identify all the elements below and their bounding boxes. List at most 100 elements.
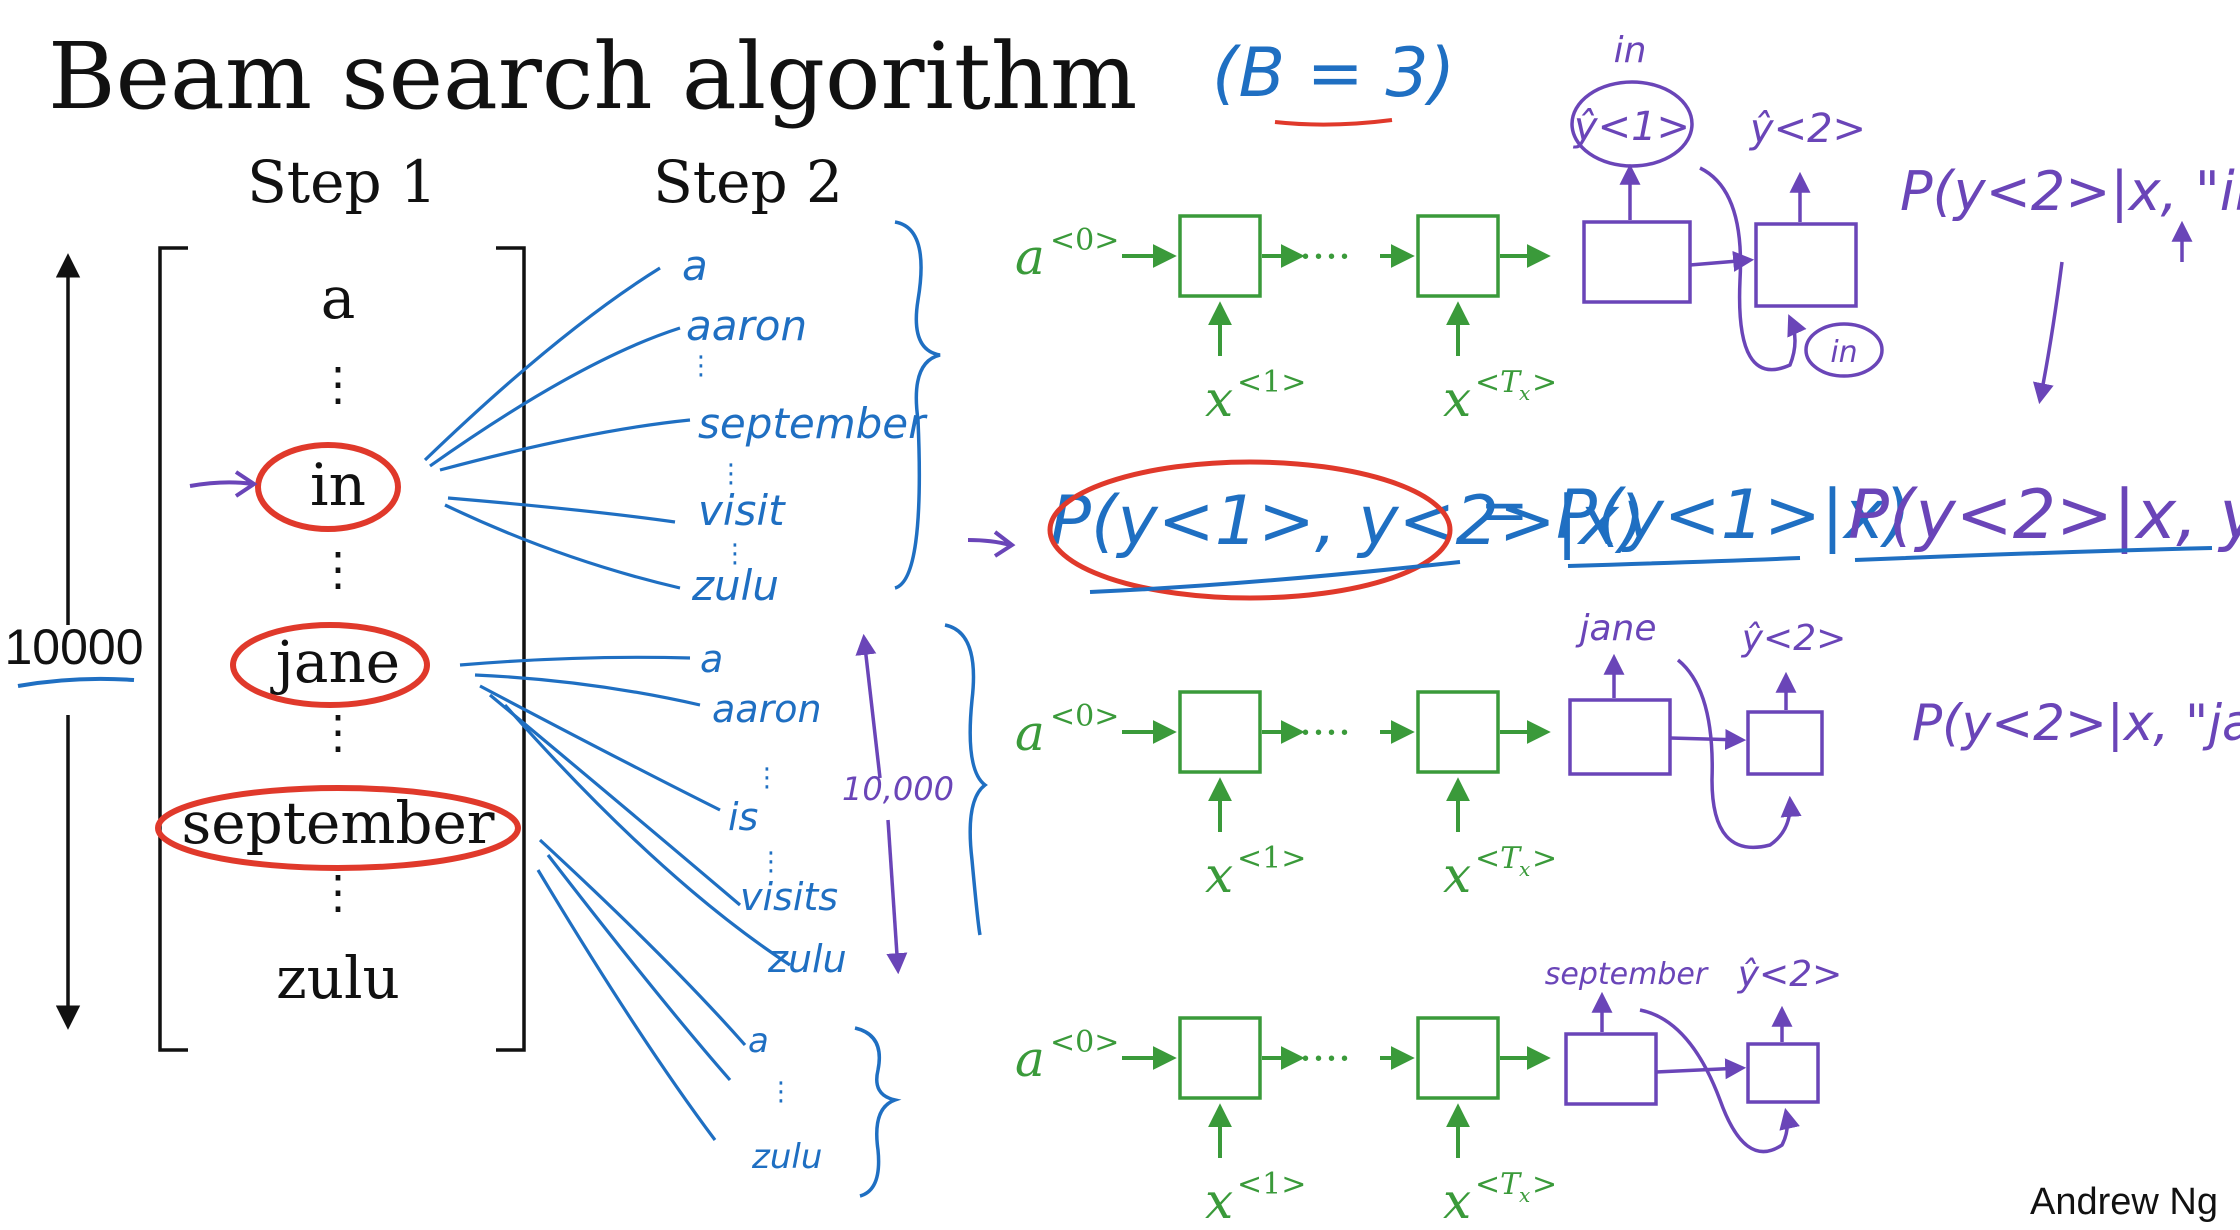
activation-a0: a (1015, 704, 1045, 762)
rnn-row-3: a<0>••••x<1>x<Tx> (1015, 1016, 1557, 1230)
selected-in-circle (255, 442, 401, 532)
vocab-list: a⋮in⋮jane⋮september⋮zulu (181, 264, 494, 1012)
rnn-row-2: a<0>••••x<1>x<Tx> (1015, 690, 1557, 904)
beam-width-note: (B = 3) (1212, 34, 1455, 113)
decoder-jane: jane ŷ<2> (1568, 608, 1846, 850)
ellipsis-2: ⋮ (718, 459, 744, 489)
activation-a0-superscript: <0> (1050, 223, 1119, 258)
step2-group_in-september: september (698, 399, 928, 448)
step2-group_jane-zulu: zulu (767, 937, 847, 981)
vocab-word-september: september (181, 789, 494, 857)
ellipsis-1: ⋮ (688, 351, 714, 381)
decoder-cell-6 (1746, 1042, 1820, 1104)
sequence-dots: •••• (1302, 246, 1354, 268)
output-september-label: september (1545, 957, 1709, 992)
step2-group_in-visit: visit (698, 486, 786, 535)
input-xT-superscript: <T (1475, 841, 1522, 876)
vocab-word-in: in (310, 451, 366, 519)
factor-second-underline (1854, 546, 2213, 562)
prob-given-in: P(y<2>|x, "in") (1900, 160, 2240, 223)
group-braces (854, 220, 988, 1198)
encoder-cell-first (1178, 214, 1262, 298)
pointer-to-joint (967, 530, 1016, 558)
joint-underline (1089, 560, 1461, 594)
pointer-to-in (189, 470, 258, 498)
step2-group_jane-aaron: aaron (712, 687, 822, 731)
ellipsis-4: ⋮ (754, 763, 780, 793)
input-x1: x (1205, 846, 1233, 904)
joint-probability-circle (1047, 459, 1453, 601)
vocab-word-zulu: zulu (276, 944, 400, 1012)
input-x1-superscript: <1> (1237, 1167, 1306, 1202)
prob-given-jane: P(y<2>|x, "jane") (1912, 694, 2240, 752)
encoder-cell-first (1178, 1016, 1262, 1100)
yhat1-label: ŷ<1> (1573, 104, 1690, 150)
factor-first-underline (1567, 556, 1801, 568)
step1-heading: Step 1 (247, 148, 437, 216)
factor-second: P(y<2>|x, y<1>) (1848, 476, 2240, 555)
vocab-ellipsis: ⋮ (315, 865, 361, 919)
vector-bracket-left (158, 246, 188, 1052)
input-xT-superscript: <T (1475, 1167, 1522, 1202)
input-xT-subscript: x (1519, 381, 1530, 405)
joint-probability: P(y<1>, y<2>|x) (1050, 482, 1645, 561)
vocab-word-a: a (321, 264, 356, 332)
yhat2-label-1: ŷ<2> (1749, 106, 1866, 152)
factor-first: P(y<1>|x) (1556, 476, 1911, 555)
activation-a0-superscript: <0> (1050, 1025, 1119, 1060)
input-x1: x (1205, 1172, 1233, 1230)
equals-sign: = (1480, 476, 1529, 544)
decoder-september: september ŷ<2> (1545, 954, 1843, 1154)
output-jane-label: jane (1574, 608, 1656, 649)
encoder-cell-last (1416, 214, 1500, 298)
output-in-label: in (1614, 30, 1647, 71)
decoder-cell-1 (1582, 220, 1692, 304)
step2-word-lists: aaaronseptembervisitzuluaaaronisvisitszu… (682, 241, 928, 1177)
rnn-diagrams: a<0>••••x<1>x<Tx>a<0>••••x<1>x<Tx>a<0>••… (1015, 214, 1557, 1230)
step2-heading: Step 2 (653, 148, 843, 216)
vocab-size-underline (17, 676, 135, 688)
input-xT: x (1443, 370, 1471, 428)
ellipsis-6: ⋮ (768, 1077, 794, 1107)
count-arrow-down (886, 819, 908, 975)
step2-group_in-aaron: aaron (686, 301, 807, 350)
sequence-dots: •••• (1302, 1048, 1354, 1070)
input-xT: x (1443, 1172, 1471, 1230)
slide-title: Beam search algorithm (48, 23, 1137, 130)
vocab-ellipsis: ⋮ (315, 705, 361, 759)
activation-a0: a (1015, 228, 1045, 286)
step2-group_september-zulu: zulu (751, 1137, 822, 1177)
vocab-ellipsis: ⋮ (315, 357, 361, 411)
decoder-cell-2 (1754, 222, 1858, 308)
step2-group_jane-visits: visits (740, 875, 838, 919)
input-xT-close: > (1532, 365, 1557, 400)
feed-in-label: in (1830, 335, 1857, 370)
input-xT: x (1443, 846, 1471, 904)
step2-group_jane-a: a (700, 637, 723, 681)
encoder-cell-first (1178, 690, 1262, 774)
fanout-lines (423, 266, 791, 1141)
selected-jane-circle (230, 622, 430, 708)
input-xT-close: > (1532, 841, 1557, 876)
decoder-in: ŷ<1> in ŷ<2> in (1570, 30, 1884, 378)
count-label: 10,000 (842, 770, 954, 808)
step2-group_in-a: a (682, 241, 708, 290)
rnn-row-1: a<0>••••x<1>x<Tx> (1015, 214, 1557, 428)
yhat2-label-3: ŷ<2> (1737, 954, 1843, 995)
vocab-ellipsis: ⋮ (315, 542, 361, 596)
vocab-size-label: 10000 (4, 619, 143, 675)
input-x1-superscript: <1> (1237, 365, 1306, 400)
step2-group_september-a: a (748, 1021, 769, 1061)
decoder-cell-3 (1568, 698, 1672, 776)
selected-september-circle (155, 785, 521, 871)
activation-a0: a (1015, 1030, 1045, 1088)
predicted-in-circle (1570, 80, 1694, 168)
input-xT-close: > (1532, 1167, 1557, 1202)
sequence-dots: •••• (1302, 722, 1354, 744)
ellipsis-3: ⋮ (722, 539, 748, 569)
vector-bracket-right (496, 246, 526, 1052)
ellipsis-5: ⋮ (758, 847, 784, 877)
beam-note-underline (1274, 118, 1393, 127)
input-xT-subscript: x (1519, 1183, 1530, 1207)
